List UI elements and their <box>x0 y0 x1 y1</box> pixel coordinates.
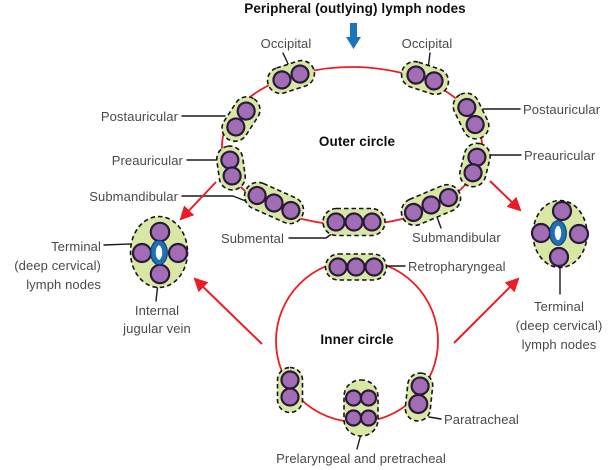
occipital-left-nodes <box>266 59 316 95</box>
label-submandibular-left: Submandibular <box>89 189 178 204</box>
label-terminal-left-line2: (deep cervical) <box>14 258 101 273</box>
preauricular-left-nodes <box>215 145 247 191</box>
label-preauricular-left: Preauricular <box>111 153 183 168</box>
label-terminal-left-line1: Terminal <box>51 239 101 254</box>
down-arrow-icon <box>346 23 361 49</box>
label-internal-jugular: Internal jugular vein <box>123 302 191 338</box>
label-terminal-right-line3: lymph nodes <box>521 337 597 352</box>
label-internal-jugular-line1: Internal <box>134 303 180 318</box>
flow-arrows <box>179 180 522 345</box>
label-terminal-right-line2: (deep cervical) <box>515 318 603 333</box>
submental-nodes <box>322 207 386 237</box>
label-postauricular-right: Postauricular <box>523 102 601 117</box>
paratracheal-nodes <box>404 372 434 422</box>
internal-jugular-vein-icon <box>150 239 168 266</box>
leader-paratracheal <box>428 416 442 420</box>
terminal-right-nodes <box>530 199 590 269</box>
flow-arrow-right-lower <box>453 277 520 344</box>
label-terminal-left: Terminal (deep cervical) lymph nodes <box>14 237 101 294</box>
submandibular-right-nodes <box>400 183 462 227</box>
postauricular-left-nodes <box>221 95 261 143</box>
flow-arrow-left-upper <box>179 181 217 221</box>
label-terminal-right: Terminal (deep cervical) lymph nodes <box>516 297 603 354</box>
occipital-right-nodes <box>400 60 450 96</box>
label-submandibular-right: Submandibular <box>412 230 501 245</box>
label-retropharyngeal: Retropharyngeal <box>408 259 506 274</box>
label-outer-circle: Outer circle <box>318 134 396 149</box>
label-inner-circle: Inner circle <box>320 332 394 347</box>
internal-jugular-vein-icon <box>549 220 567 246</box>
leader-terminal-left <box>103 243 132 246</box>
label-internal-jugular-line2: jugular vein <box>123 321 191 336</box>
submandibular-left-nodes <box>243 181 305 225</box>
label-terminal-right-line1: Terminal <box>534 299 584 314</box>
flow-arrow-right-upper <box>489 180 522 212</box>
postauricular-right-nodes <box>452 92 490 140</box>
preauricular-right-nodes <box>459 142 491 188</box>
inner-left-nodes <box>276 366 304 414</box>
terminal-left-nodes <box>129 215 189 289</box>
leader-submandibular-right <box>436 216 442 229</box>
label-postauricular-left: Postauricular <box>100 109 178 124</box>
diagram-title: Peripheral (outlying) lymph nodes <box>244 1 466 16</box>
label-occipital-right: Occipital <box>401 36 453 51</box>
label-preauricular-right: Preauricular <box>524 148 596 163</box>
prelaryngeal-pretracheal-nodes <box>343 379 379 437</box>
label-submental: Submental <box>220 231 284 246</box>
retropharyngeal-nodes <box>324 253 388 281</box>
label-prelaryngeal-pretracheal: Prelaryngeal and pretracheal <box>276 451 446 466</box>
flow-arrow-left-lower <box>193 277 263 345</box>
label-terminal-left-line3: lymph nodes <box>26 277 101 292</box>
label-paratracheal: Paratracheal <box>444 412 519 427</box>
label-occipital-left: Occipital <box>260 36 312 51</box>
